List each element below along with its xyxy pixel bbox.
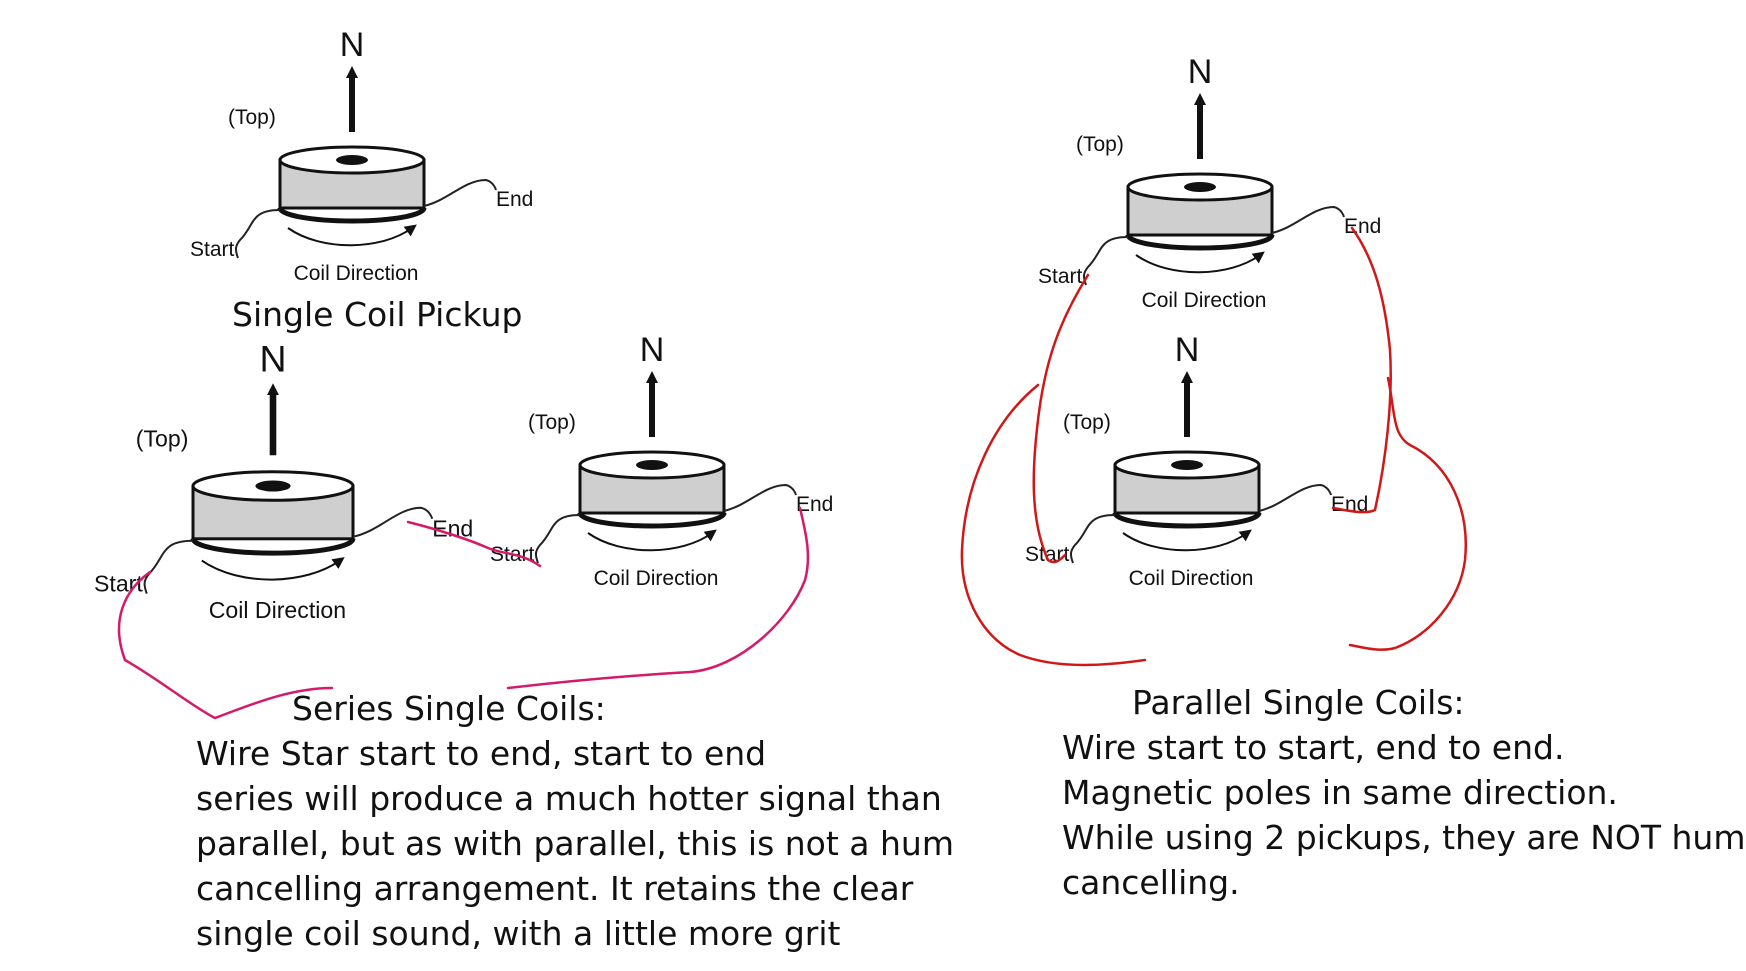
parallel-wire-left-loop (960, 383, 1147, 667)
coil-direction-label: Coil Direction (1129, 567, 1254, 590)
series-caption-line: series will produce a much hotter signal… (196, 779, 942, 818)
north-label: N (1188, 53, 1213, 91)
series-caption-line: single coil sound, with a little more gr… (196, 914, 841, 953)
parallel-wire-end-link (1331, 226, 1392, 514)
series-caption-line: parallel, but as with parallel, this is … (196, 824, 954, 863)
magnet-pole (1184, 182, 1216, 192)
coil-direction-arrow-icon (1122, 529, 1252, 552)
coil-direction-arrow-icon (587, 529, 717, 552)
parallel-wire-start-link (1032, 273, 1090, 564)
coil-bottom-edge (1125, 234, 1275, 251)
parallel-caption-line: cancelling. (1062, 863, 1240, 902)
series-wire-link (406, 520, 542, 568)
series-wire-loop (117, 506, 810, 720)
north-label: N (340, 26, 365, 64)
north-label: N (640, 331, 665, 369)
start-lead-wire (143, 539, 194, 594)
parallel-wire-right-loop (1348, 376, 1467, 651)
series-caption-title: Series Single Coils: (292, 689, 606, 728)
parallel-caption-line: Wire start to start, end to end. (1062, 728, 1565, 767)
top-label: (Top) (1076, 133, 1124, 156)
north-label: N (259, 338, 286, 380)
start-label: Start (1025, 543, 1070, 566)
end-lead-wire (723, 483, 797, 512)
single-coil-caption: Single Coil Pickup (232, 292, 522, 337)
coil-direction-label: Coil Direction (209, 597, 346, 623)
magnet-pole (636, 460, 668, 470)
coil-direction-label: Coil Direction (1142, 289, 1267, 312)
end-label: End (796, 493, 833, 516)
top-label: (Top) (528, 411, 576, 434)
parallel-caption-line: While using 2 pickups, they are NOT hum (1062, 818, 1746, 857)
end-lead-wire (423, 178, 497, 207)
parallel-caption-line: Magnetic poles in same direction. (1062, 773, 1618, 812)
top-label: (Top) (228, 106, 276, 129)
magnet-pole (1171, 460, 1203, 470)
start-lead-wire (1069, 514, 1116, 564)
coil-bottom-edge (190, 538, 356, 556)
series-caption-line: cancelling arrangement. It retains the c… (196, 869, 914, 908)
single-coil-caption-text: Single Coil Pickup (232, 295, 523, 334)
series-caption-line: Wire Star start to end, start to end (196, 734, 767, 773)
start-label: Start (94, 570, 143, 596)
parallel-wire (960, 226, 1467, 667)
coil-direction-arrow-icon (201, 557, 345, 581)
series-caption: Series Single Coils: Wire Star start to … (196, 686, 954, 956)
end-lead-wire (1258, 483, 1332, 512)
coil-bottom-edge (577, 512, 727, 529)
coil-direction-label: Coil Direction (594, 567, 719, 590)
start-label: Start (190, 238, 235, 261)
top-label: (Top) (1063, 411, 1111, 434)
parallel-caption-title: Parallel Single Coils: (1132, 683, 1465, 722)
start-label: Start (1038, 265, 1083, 288)
magnet-pole (255, 480, 291, 492)
start-lead-wire (534, 514, 581, 564)
series-wire (117, 506, 810, 720)
coil-direction-arrow-icon (1135, 251, 1265, 274)
parallel-caption: Parallel Single Coils: Wire start to sta… (1062, 680, 1746, 905)
coil-bottom-edge (1112, 512, 1262, 529)
magnet-pole (336, 155, 368, 165)
start-lead-wire (234, 209, 281, 259)
end-lead-wire (1271, 205, 1345, 234)
end-label: End (432, 515, 473, 541)
end-label: End (1344, 215, 1381, 238)
coil-bottom-edge (277, 207, 427, 224)
top-label: (Top) (136, 425, 189, 451)
coil-direction-arrow-icon (287, 224, 417, 247)
coil-direction-label: Coil Direction (294, 262, 419, 285)
north-label: N (1175, 331, 1200, 369)
end-lead-wire (352, 506, 434, 538)
end-label: End (496, 188, 533, 211)
start-lead-wire (1082, 236, 1129, 286)
